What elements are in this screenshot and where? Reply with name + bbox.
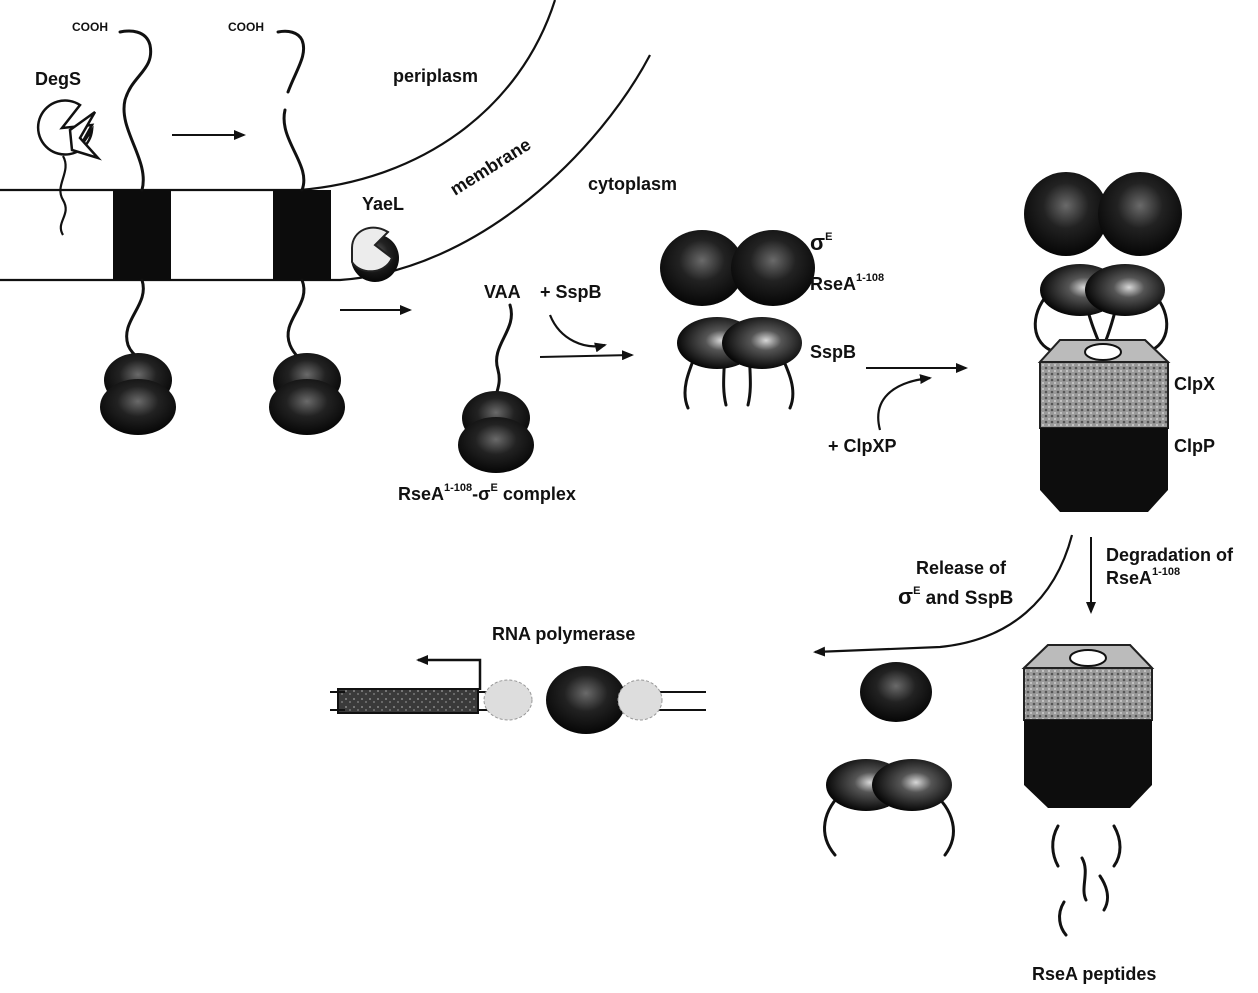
arrow-to-sspb-complex <box>540 355 632 357</box>
rsea-sigma-complex-2 <box>269 353 345 435</box>
label-rsea-sigma-complex: RseA1-108-σE complex <box>398 482 576 504</box>
sspb-sigma-complex <box>660 230 815 408</box>
label-release-1: Release of <box>916 558 1007 578</box>
rsea-sigma-complex-1 <box>100 353 176 435</box>
released-sspb <box>825 759 954 855</box>
released-sigma-e <box>860 662 932 722</box>
label-periplasm: periplasm <box>393 66 478 86</box>
svg-text:RseA1-108: RseA1-108 <box>810 272 884 294</box>
label-plus-clpxp: + ClpXP <box>828 436 897 456</box>
rsea-peptide-fragments <box>1053 826 1120 935</box>
label-cooh-2: COOH <box>228 20 264 34</box>
arrow-sspb-joins <box>550 315 605 346</box>
svg-text:σE: σE <box>810 230 832 255</box>
label-clpx: ClpX <box>1174 374 1215 394</box>
arrow-clpxp-joins <box>878 378 930 430</box>
cytoplasmic-linker-1 <box>127 280 144 362</box>
rna-polymerase <box>484 666 662 734</box>
cleaved-rsea-tail <box>496 305 512 400</box>
label-cooh-1: COOH <box>72 20 108 34</box>
free-clpp-barrel <box>1024 720 1152 808</box>
svg-text:RseA1-108-σE complex: RseA1-108-σE complex <box>398 482 576 504</box>
soluble-rsea-sigma-complex <box>458 391 534 473</box>
label-cytoplasm: cytoplasm <box>588 174 677 194</box>
clpx-ring <box>1040 340 1168 428</box>
label-release-2: σE and SspB <box>898 584 1013 609</box>
clpxp-substrate-complex <box>1024 172 1182 350</box>
label-plus-sspb: + SspB <box>540 282 602 302</box>
cytoplasmic-linker-2 <box>288 280 304 362</box>
label-degradation-2: RseA1-108 <box>1106 566 1180 588</box>
free-clpx-ring <box>1024 645 1152 720</box>
periplasmic-tail-1 <box>120 31 151 190</box>
label-rna-polymerase: RNA polymerase <box>492 624 635 644</box>
yael-protease <box>351 228 399 282</box>
label-rsea-1-108: RseA1-108 <box>810 272 884 294</box>
label-clpp: ClpP <box>1174 436 1215 456</box>
transmembrane-segment-2 <box>273 190 331 280</box>
periplasmic-tail-2 <box>278 31 304 190</box>
label-vaa: VAA <box>484 282 521 302</box>
transmembrane-segment-1 <box>113 190 171 280</box>
label-rsea-peptides: RseA peptides <box>1032 964 1156 984</box>
clpp-barrel <box>1040 428 1168 512</box>
transcription-start-arrow <box>418 660 480 690</box>
label-sigma-e: σE <box>810 230 832 255</box>
label-degs: DegS <box>35 69 81 89</box>
label-degradation-1: Degradation of <box>1106 545 1234 565</box>
svg-text:σE and SspB: σE and SspB <box>898 584 1013 609</box>
svg-text:RseA1-108: RseA1-108 <box>1106 566 1180 588</box>
label-yael: YaeL <box>362 194 404 214</box>
label-sspb: SspB <box>810 342 856 362</box>
label-membrane: membrane <box>447 134 535 199</box>
